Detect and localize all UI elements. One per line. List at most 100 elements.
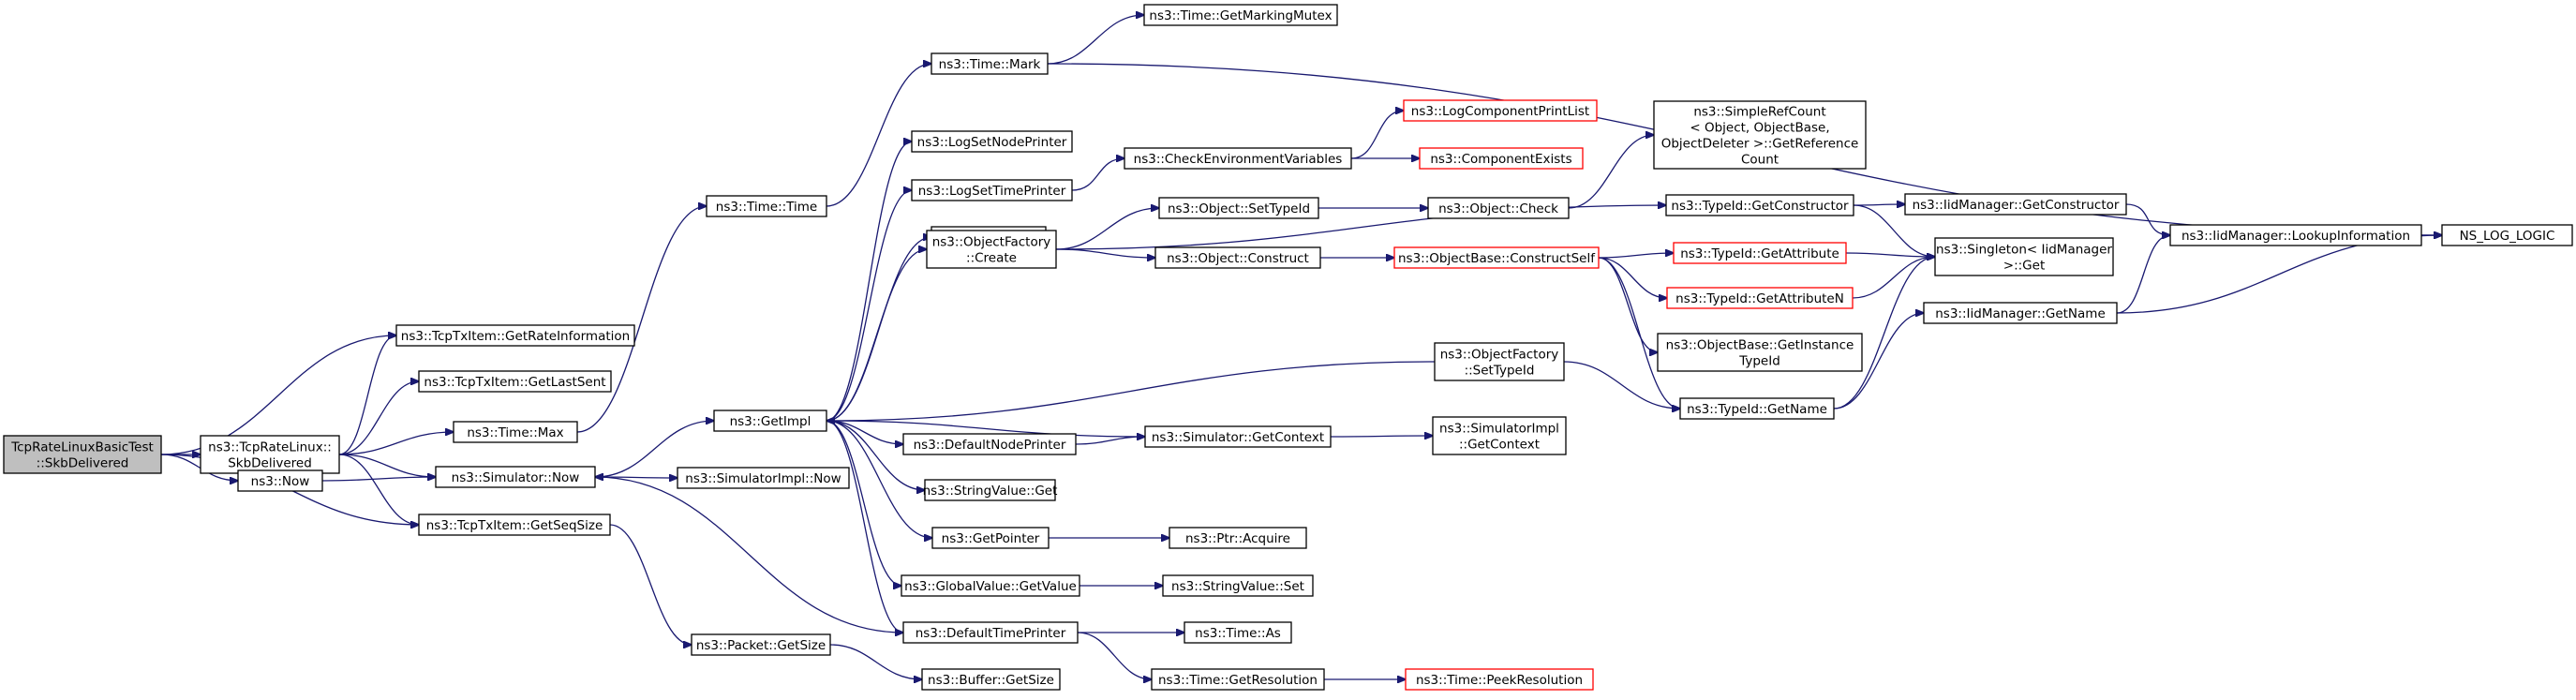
node-label: ns3::Simulator::GetContext — [1152, 430, 1324, 445]
node-getseqsize[interactable]: ns3::TcpTxItem::GetSeqSize — [418, 514, 611, 536]
node-label: ns3::TcpTxItem::GetLastSent — [424, 375, 605, 390]
edge-objfactcreate-to-typeidgetconstructor — [1055, 205, 1666, 250]
node-box — [924, 479, 1056, 501]
node-box — [1653, 100, 1867, 170]
edge-line — [826, 190, 912, 422]
edge-line — [594, 421, 714, 478]
node-objfactcreate[interactable]: ns3::ObjectFactory::Create — [926, 230, 1057, 269]
node-box — [395, 324, 635, 347]
node-objfactsettypeid[interactable]: ns3::ObjectFactory::SetTypeId — [1434, 342, 1565, 381]
node-label: ns3::SimulatorImpl — [1439, 422, 1559, 437]
edge-line — [1563, 361, 1680, 409]
node-typeidgetattribute[interactable]: ns3::TypeId::GetAttribute — [1673, 242, 1847, 264]
node-timegetresolution[interactable]: ns3::Time::GetResolution — [1151, 668, 1325, 691]
node-label: ns3::DefaultTimePrinter — [916, 626, 1066, 641]
edge-objbaseconstructself-to-typeidgetname — [1598, 257, 1680, 409]
edge-getimpl-to-defaulttimeprinter — [826, 420, 903, 633]
node-typeidgetattributen[interactable]: ns3::TypeId::GetAttributeN — [1666, 287, 1854, 309]
node-nslog[interactable]: NS_LOG_LOGIC — [2441, 224, 2573, 246]
node-objconstruct[interactable]: ns3::Object::Construct — [1154, 246, 1321, 269]
edge-typeidgetattribute-to-singletonget — [1845, 252, 1935, 257]
node-ptracquire[interactable]: ns3::Ptr::Acquire — [1169, 527, 1307, 549]
node-timemax[interactable]: ns3::Time::Max — [453, 421, 578, 443]
node-now[interactable]: ns3::Now — [237, 469, 323, 492]
node-label: >::Get — [2003, 259, 2045, 274]
node-timemark[interactable]: ns3::Time::Mark — [931, 52, 1049, 75]
node-singletonget[interactable]: ns3::Singleton< IidManager>::Get — [1934, 237, 2114, 276]
edge-checkenvvars-to-logcompprintlist — [1350, 111, 1404, 159]
edge-typeidgetattributen-to-singletonget — [1852, 257, 1935, 299]
node-getimpl[interactable]: ns3::GetImpl — [713, 410, 827, 432]
node-iidlookup[interactable]: ns3::IidManager::LookupInformation — [2169, 224, 2422, 246]
edge-line — [1845, 252, 1935, 257]
node-label: ns3::TypeId::GetConstructor — [1671, 199, 1849, 214]
node-stringvalueset[interactable]: ns3::StringValue::Set — [1162, 574, 1314, 597]
node-logcompprintlist[interactable]: ns3::LogComponentPrintList — [1403, 99, 1598, 122]
edge-line — [338, 432, 454, 455]
node-objsettypeid[interactable]: ns3::Object::SetTypeId — [1158, 197, 1319, 219]
node-getlastsent[interactable]: ns3::TcpTxItem::GetLastSent — [418, 370, 612, 393]
node-label: ns3::GetPointer — [942, 531, 1040, 546]
node-box — [691, 633, 831, 656]
edge-objbaseconstructself-to-typeidgetattributen — [1598, 257, 1667, 298]
edge-objcheck-to-simplerefcount — [1568, 135, 1654, 209]
node-simimplnow[interactable]: ns3::SimulatorImpl::Now — [677, 467, 850, 489]
edge-line — [826, 421, 1146, 438]
node-typeidgetconstructor[interactable]: ns3::TypeId::GetConstructor — [1665, 194, 1854, 216]
node-getrateinfo[interactable]: ns3::TcpTxItem::GetRateInformation — [395, 324, 635, 347]
node-label: SkbDelivered — [228, 456, 312, 471]
node-tcprl[interactable]: ns3::TcpRateLinux::SkbDelivered — [200, 435, 340, 474]
node-defaulttimeprinter[interactable]: ns3::DefaultTimePrinter — [902, 621, 1079, 644]
node-box — [1432, 416, 1567, 455]
node-box — [1184, 621, 1292, 644]
node-timetime[interactable]: ns3::Time::Time — [706, 195, 827, 217]
edge-timemax-to-timetime — [576, 206, 707, 433]
node-box — [1434, 342, 1565, 381]
node-box — [1673, 242, 1847, 264]
node-simnow[interactable]: ns3::Simulator::Now — [435, 466, 596, 488]
node-checkenvvars[interactable]: ns3::CheckEnvironmentVariables — [1124, 147, 1352, 170]
node-getmarkingmutex[interactable]: ns3::Time::GetMarkingMutex — [1143, 4, 1338, 26]
node-defaultnodeprinter[interactable]: ns3::DefaultNodePrinter — [902, 433, 1077, 455]
node-iidgetname[interactable]: ns3::IidManager::GetName — [1923, 302, 2118, 324]
edge-line — [595, 477, 904, 633]
node-iidgetconstructor[interactable]: ns3::IidManager::GetConstructor — [1904, 193, 2127, 216]
node-stringvalueget[interactable]: ns3::StringValue::Get — [923, 479, 1058, 501]
node-box — [1657, 333, 1863, 372]
edge-getimpl-to-stringvalueget — [826, 420, 925, 490]
node-objcheck[interactable]: ns3::Object::Check — [1427, 197, 1570, 219]
node-simimplgetcontext[interactable]: ns3::SimulatorImpl::GetContext — [1432, 416, 1567, 455]
node-box — [1124, 147, 1352, 170]
node-simgetcontext[interactable]: ns3::Simulator::GetContext — [1144, 425, 1332, 448]
node-label: ns3::Time::GetResolution — [1158, 673, 1318, 688]
node-simplerefcount[interactable]: ns3::SimpleRefCount< Object, ObjectBase,… — [1653, 100, 1867, 170]
edge-getimpl-to-objfactcreate — [826, 249, 927, 422]
node-logsetnodeprinter[interactable]: ns3::LogSetNodePrinter — [911, 130, 1073, 153]
edge-line — [826, 249, 927, 422]
node-timepeekresolution[interactable]: ns3::Time::PeekResolution — [1405, 668, 1594, 691]
edge-line — [2116, 235, 2442, 314]
node-getpointer[interactable]: ns3::GetPointer — [931, 527, 1050, 549]
node-typeidgetname[interactable]: ns3::TypeId::GetName — [1679, 397, 1835, 420]
node-timeas[interactable]: ns3::Time::As — [1184, 621, 1292, 644]
node-buffergetsize[interactable]: ns3::Buffer::GetSize — [921, 668, 1061, 691]
node-label: ns3::ObjectBase::GetInstance — [1666, 338, 1854, 353]
node-label: ns3::ComponentExists — [1430, 152, 1571, 167]
node-box — [453, 421, 578, 443]
edge-simgetcontext-to-simimplgetcontext — [1330, 436, 1433, 437]
edge-line — [338, 454, 436, 477]
node-label: ::GetContext — [1459, 438, 1540, 453]
node-globalvaluegetvalue[interactable]: ns3::GlobalValue::GetValue — [901, 574, 1080, 597]
node-box — [902, 433, 1077, 455]
node-label: ns3::StringValue::Get — [923, 484, 1058, 499]
edge-getimpl-to-logsettimeprinter — [826, 190, 912, 422]
node-objbaseconstructself[interactable]: ns3::ObjectBase::ConstructSelf — [1393, 246, 1600, 269]
node-box — [2441, 224, 2573, 246]
node-packetgetsize[interactable]: ns3::Packet::GetSize — [691, 633, 831, 656]
node-box — [237, 469, 323, 492]
edge-objbaseconstructself-to-objbasegetinstancetypeid — [1598, 257, 1658, 352]
node-logsettimeprinter[interactable]: ns3::LogSetTimePrinter — [911, 179, 1073, 201]
node-componentexists[interactable]: ns3::ComponentExists — [1419, 147, 1584, 170]
edge-line — [338, 335, 396, 455]
